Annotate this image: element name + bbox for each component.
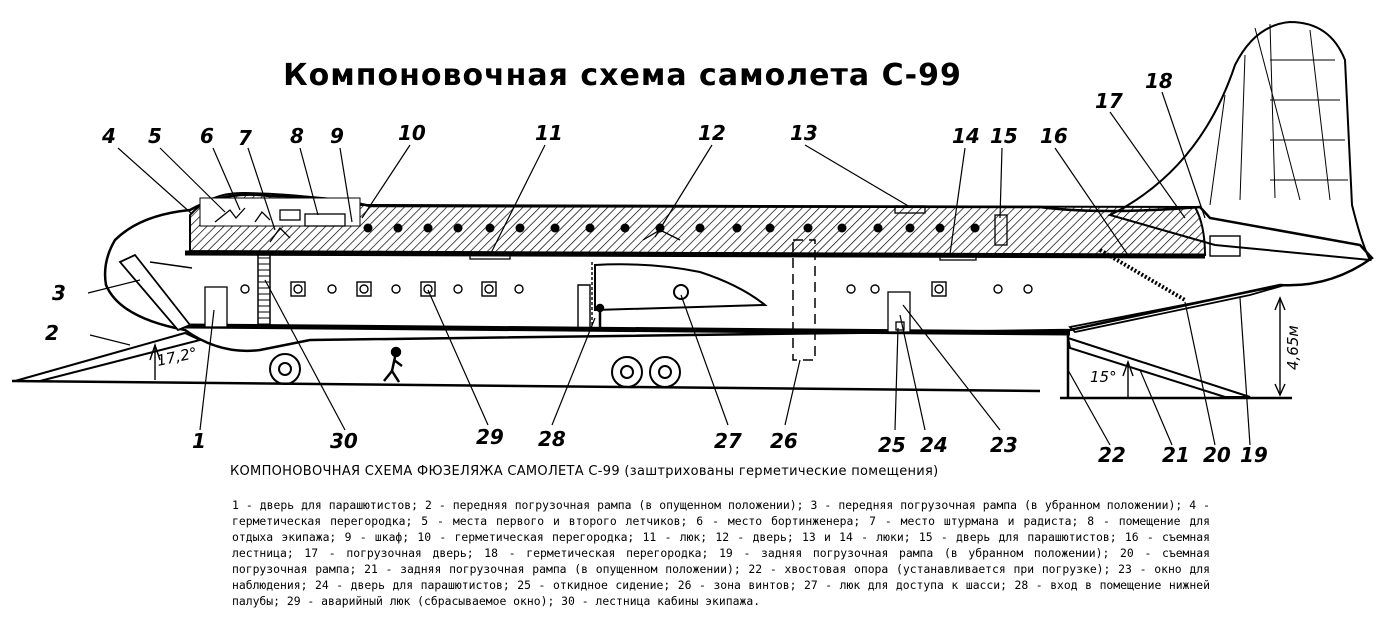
rear-stairs [1098, 248, 1187, 302]
callout-13: 13 [790, 121, 818, 145]
tail-fin [1107, 20, 1372, 262]
callout-5: 5 [148, 124, 162, 148]
callout-16: 16 [1040, 124, 1068, 148]
emergency-hatch [420, 281, 436, 297]
callout-19: 19 [1240, 443, 1268, 467]
emergency-hatch [481, 281, 497, 297]
callout-8: 8 [290, 124, 304, 148]
upper-window [970, 223, 980, 233]
upper-window [873, 223, 883, 233]
rear-ramp-stowed [1068, 284, 1286, 333]
callout-23: 23 [990, 433, 1018, 457]
lower-window [484, 284, 494, 294]
upper-window [515, 223, 525, 233]
upper-window [393, 223, 403, 233]
front-ramp-angle: 17,2° [155, 344, 199, 370]
callout-3: 3 [52, 281, 66, 305]
propeller-zone [792, 239, 816, 361]
lower-deck-windows [240, 281, 1033, 297]
callout-22: 22 [1098, 443, 1126, 467]
callout-15: 15 [990, 124, 1018, 148]
height-dimension: 4,65м [1284, 325, 1302, 370]
diagram-caption: КОМПОНОВОЧНАЯ СХЕМА ФЮЗЕЛЯЖА САМОЛЕТА С-… [230, 464, 939, 479]
legend-text: 1 - дверь для парашютистов; 2 - передняя… [232, 498, 1210, 608]
angle-dimensions [149, 296, 1286, 397]
callout-21: 21 [1162, 443, 1190, 467]
lower-window [870, 284, 880, 294]
diagram-title: Компоновочная схема самолета С-99 [283, 58, 962, 93]
lower-window [391, 284, 401, 294]
emergency-hatch [290, 281, 306, 297]
callout-30: 30 [330, 429, 358, 453]
upper-window [485, 223, 495, 233]
callout-27: 27 [714, 429, 742, 453]
lower-deck-stairs [577, 284, 591, 330]
leader-lines [87, 91, 1251, 446]
callout-12: 12 [698, 121, 726, 145]
upper-window [363, 223, 373, 233]
callout-1: 1 [192, 429, 206, 453]
lower-window [293, 284, 303, 294]
upper-window [765, 223, 775, 233]
upper-window [695, 223, 705, 233]
rear-ramp-angle: 15° [1090, 368, 1117, 386]
emergency-hatch [356, 281, 372, 297]
ground-lines [11, 379, 1292, 400]
callout-7: 7 [238, 126, 252, 150]
lower-window [240, 284, 250, 294]
upper-window [935, 223, 945, 233]
front-ramp-stowed [118, 253, 192, 332]
landing-gear [269, 353, 681, 388]
lower-window [934, 284, 944, 294]
fuselage-layout-diagram: 17,2° 15° 4,65м 4 5 6 [11, 20, 1374, 467]
callout-14: 14 [952, 124, 980, 148]
upper-window [585, 223, 595, 233]
upper-deck-windows [363, 223, 980, 233]
lower-window [993, 284, 1003, 294]
upper-window [732, 223, 742, 233]
lower-window [1023, 284, 1033, 294]
callout-18: 18 [1145, 69, 1173, 93]
cockpit-crew [214, 207, 346, 243]
callout-25: 25 [878, 433, 906, 457]
upper-deck-floor [184, 250, 1206, 259]
upper-window [550, 223, 560, 233]
callout-9: 9 [330, 124, 344, 148]
callout-4: 4 [101, 124, 116, 148]
hatches-and-doors [204, 205, 1008, 333]
callout-numbers: 4 5 6 7 8 9 10 11 12 13 14 15 16 17 18 3… [45, 69, 1268, 467]
callout-11: 11 [535, 121, 563, 145]
callout-17: 17 [1095, 89, 1123, 113]
lower-window [453, 284, 463, 294]
lower-window [423, 284, 433, 294]
person-figure [383, 303, 605, 383]
lower-window [359, 284, 369, 294]
lower-window [327, 284, 337, 294]
callout-26: 26 [770, 429, 798, 453]
lower-deck-floor [184, 323, 1071, 336]
callout-29: 29 [476, 425, 504, 449]
callout-2: 2 [45, 321, 59, 345]
wheel-well [594, 263, 768, 312]
callout-6: 6 [200, 124, 214, 148]
rear-ramp-lowered [1066, 336, 1251, 398]
front-ramp-lowered [14, 331, 203, 382]
emergency-hatch [931, 281, 947, 297]
upper-window [837, 223, 847, 233]
callout-28: 28 [538, 427, 566, 451]
callout-24: 24 [920, 433, 948, 457]
tail-fin-ribs [1209, 23, 1348, 206]
lower-window [846, 284, 856, 294]
upper-window [803, 223, 813, 233]
callout-10: 10 [398, 121, 426, 145]
upper-window [453, 223, 463, 233]
upper-window [620, 223, 630, 233]
upper-window [905, 223, 915, 233]
callout-20: 20 [1203, 443, 1231, 467]
upper-window [423, 223, 433, 233]
lower-window [514, 284, 524, 294]
